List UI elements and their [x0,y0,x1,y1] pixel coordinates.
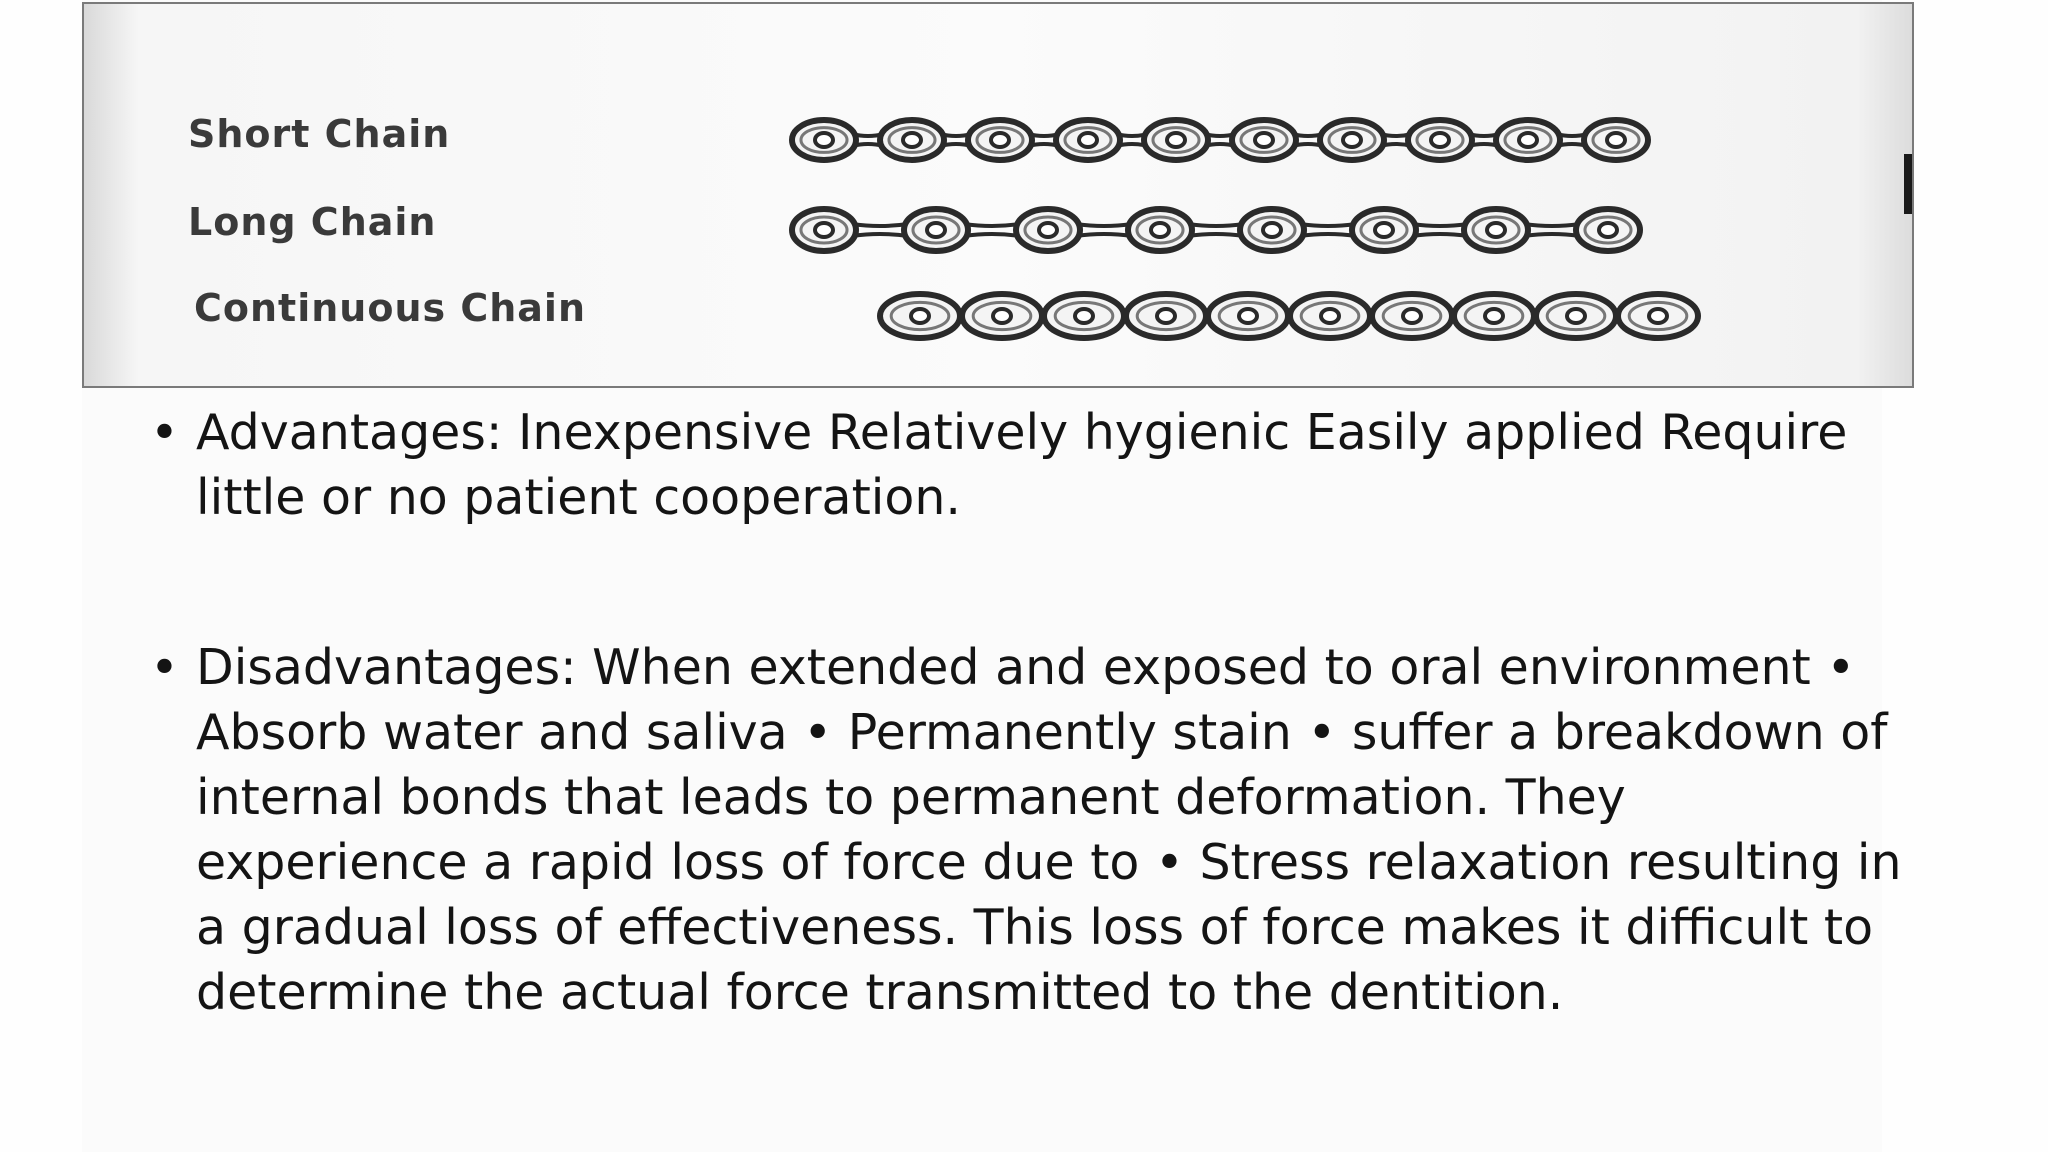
chain-ring-inner [1063,126,1113,154]
bullet-text: Disadvantages: When extended and exposed… [196,639,1902,1021]
chain-ring-hole [901,131,923,149]
chain-link [1299,222,1357,228]
chain-ring-hole [1073,307,1095,325]
chain-ring-inner [1247,215,1297,245]
chain-ring-hole [1253,131,1275,149]
chain-ring-hole [1165,131,1187,149]
continuous-chain [877,291,1701,341]
chain-ring-inner [799,215,849,245]
figure-edge-mark [1904,154,1912,214]
bullet-advantages: • Advantages: Inexpensive Relatively hyg… [150,400,1910,530]
chain-ring-inner [1545,300,1607,332]
chain-ring-inner [1217,300,1279,332]
chain-link [851,222,909,228]
chain-ring-hole [1373,221,1395,239]
bullet-text: Advantages: Inexpensive Relatively hygie… [196,404,1848,526]
chain-ring-inner [1135,300,1197,332]
chain-ring-inner [1359,215,1409,245]
chain-ring-inner [971,300,1033,332]
chain-ring-inner [1381,300,1443,332]
chain-illustration [789,117,1701,341]
chain-ring-inner [911,215,961,245]
chain-ring-inner [889,300,951,332]
chain-ring-inner [1503,126,1553,154]
chain-ring-hole [1565,307,1587,325]
elastomeric-chain-figure: Short Chain Long Chain Continuous Chain [82,2,1914,388]
chain-ring-hole [1341,131,1363,149]
chain-ring-inner [1299,300,1361,332]
chain-ring-hole [909,307,931,325]
chain-ring-inner [1415,126,1465,154]
chain-ring-hole [1261,221,1283,239]
chain-ring-hole [1237,307,1259,325]
chain-link [963,222,1021,228]
chain-ring-inner [1023,215,1073,245]
chain-ring-inner [1135,215,1185,245]
chain-ring-hole [1037,221,1059,239]
chain-link [1187,232,1245,238]
short-chain [789,117,1651,163]
chain-ring-inner [1463,300,1525,332]
chain-ring-inner [887,126,937,154]
label-short-chain: Short Chain [188,112,451,156]
label-long-chain: Long Chain [188,200,437,244]
bullet-list: • Advantages: Inexpensive Relatively hyg… [150,400,1910,1025]
chain-ring-hole [991,307,1013,325]
chain-ring-inner [1471,215,1521,245]
chain-ring-inner [1627,300,1689,332]
chain-ring-hole [1605,131,1627,149]
chain-link [1523,222,1581,228]
chain-ring-hole [1155,307,1177,325]
chain-ring-hole [1077,131,1099,149]
bullet-disadvantages: • Disadvantages: When extended and expos… [150,635,1910,1025]
chain-link [1411,222,1469,228]
chain-ring-hole [1483,307,1505,325]
chain-ring-hole [1485,221,1507,239]
chain-ring-hole [1401,307,1423,325]
chain-ring-hole [1319,307,1341,325]
chain-ring-inner [1591,126,1641,154]
chain-ring-hole [925,221,947,239]
chain-link [1411,232,1469,238]
chain-ring-hole [813,131,835,149]
chain-ring-hole [1647,307,1669,325]
chain-link [1187,222,1245,228]
chain-ring-inner [1053,300,1115,332]
chain-ring-inner [1151,126,1201,154]
chain-link [1075,222,1133,228]
chain-link [851,232,909,238]
chain-link [1299,232,1357,238]
chain-ring-hole [1149,221,1171,239]
chain-ring-hole [813,221,835,239]
bullet-marker: • [150,639,179,696]
chain-link [963,232,1021,238]
chain-ring-hole [1597,221,1619,239]
chain-ring-inner [799,126,849,154]
bullet-marker: • [150,404,179,461]
label-continuous-chain: Continuous Chain [194,286,587,330]
chain-ring-inner [1327,126,1377,154]
long-chain [789,206,1643,254]
chain-ring-hole [989,131,1011,149]
chain-link [1075,232,1133,238]
chain-link [1523,232,1581,238]
chain-ring-hole [1429,131,1451,149]
chain-ring-hole [1517,131,1539,149]
chain-ring-inner [975,126,1025,154]
chain-ring-inner [1239,126,1289,154]
chain-ring-inner [1583,215,1633,245]
